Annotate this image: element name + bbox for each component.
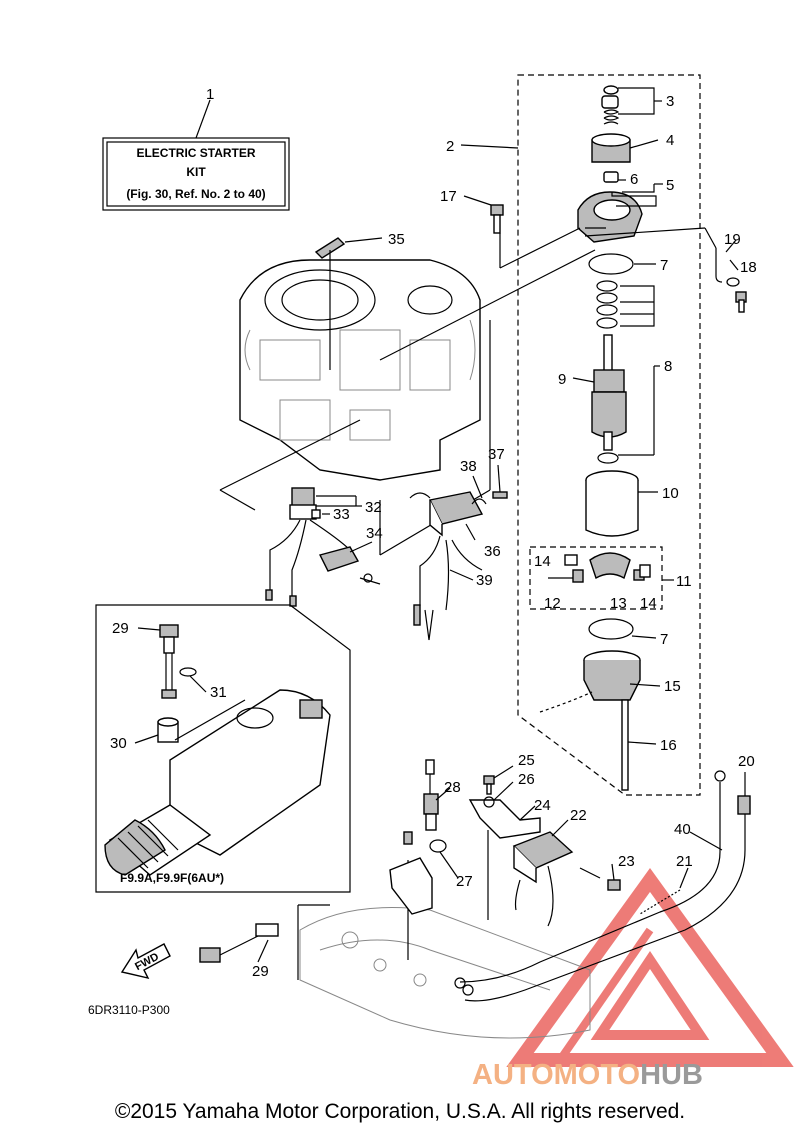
callout-19: 19 (724, 231, 741, 248)
relay-harness (265, 487, 381, 607)
callout-14-a: 14 (534, 553, 551, 570)
fwd-arrow: FWD (120, 943, 171, 980)
callout-30: 30 (110, 735, 127, 752)
watermark-text-part1: AUTOMOTO (472, 1059, 640, 1091)
callout-3: 3 (666, 93, 674, 110)
callout-34: 34 (366, 525, 383, 542)
callout-27: 27 (456, 873, 473, 890)
callout-28: 28 (444, 779, 461, 796)
callout-36: 36 (484, 543, 501, 560)
tiller-panel-outline (95, 604, 351, 893)
callout-18: 18 (740, 259, 757, 276)
callout-37: 37 (488, 446, 505, 463)
callout-24: 24 (534, 797, 551, 814)
callout-31: 31 (210, 684, 227, 701)
watermark-text: AUTOMOTOHUB (472, 1059, 703, 1091)
callout-32: 32 (365, 499, 382, 516)
ignition-unit (409, 491, 508, 641)
kit-box: ELECTRIC STARTER KIT (Fig. 30, Ref. No. … (102, 99, 290, 211)
kit-line-3: (Fig. 30, Ref. No. 2 to 40) (126, 187, 265, 201)
callout-40: 40 (674, 821, 691, 838)
callout-26: 26 (518, 771, 535, 788)
callout-13: 13 (610, 595, 627, 612)
callout-6: 6 (630, 171, 638, 188)
callout-12: 12 (544, 595, 561, 612)
callout-20: 20 (738, 753, 755, 770)
copyright-notice: ©2015 Yamaha Motor Corporation, U.S.A. A… (114, 1100, 686, 1123)
watermark-logo (506, 868, 794, 1067)
battery-cables (454, 770, 751, 1002)
callout-29-top: 29 (112, 620, 129, 637)
callout-9: 9 (558, 371, 566, 388)
callout-4: 4 (666, 132, 674, 149)
lower-switch (199, 923, 279, 963)
model-note: F9.9A,F9.9F(6AU*) (120, 871, 224, 885)
starter-motor-group-outline (517, 74, 701, 796)
callout-22: 22 (570, 807, 587, 824)
kit-line-1: ELECTRIC STARTER (136, 146, 255, 160)
callout-38: 38 (460, 458, 477, 475)
diagram-code: 6DR3110-P300 (88, 1003, 170, 1017)
engine-block (239, 237, 481, 481)
kit-line-2: KIT (186, 165, 206, 179)
callout-15: 15 (664, 678, 681, 695)
callout-39: 39 (476, 572, 493, 589)
callout-11: 11 (676, 573, 692, 590)
tiller-handle (104, 624, 331, 876)
starter-parts (490, 85, 747, 791)
watermark-text-part2: HUB (640, 1059, 703, 1091)
callout-2: 2 (446, 138, 454, 155)
callout-10: 10 (662, 485, 679, 502)
callout-35: 35 (388, 231, 405, 248)
brush-holder-group-outline (529, 546, 663, 610)
callout-29-bottom: 29 (252, 963, 269, 980)
callout-leaders (134, 87, 746, 963)
lower-bracket-assembly (297, 759, 621, 1039)
callout-8: 8 (664, 358, 672, 375)
callout-25: 25 (518, 752, 535, 769)
callouts: 1 2 3 4 5 6 17 35 19 18 7 8 9 37 38 10 3… (110, 86, 757, 980)
callout-5: 5 (666, 177, 674, 194)
callout-23: 23 (618, 853, 635, 870)
callout-7-bottom: 7 (660, 631, 668, 648)
callout-16: 16 (660, 737, 677, 754)
callout-17: 17 (440, 188, 457, 205)
callout-33: 33 (333, 506, 350, 523)
callout-14-b: 14 (640, 595, 657, 612)
callout-21: 21 (676, 853, 693, 870)
callout-7-top: 7 (660, 257, 668, 274)
callout-1: 1 (206, 86, 214, 103)
